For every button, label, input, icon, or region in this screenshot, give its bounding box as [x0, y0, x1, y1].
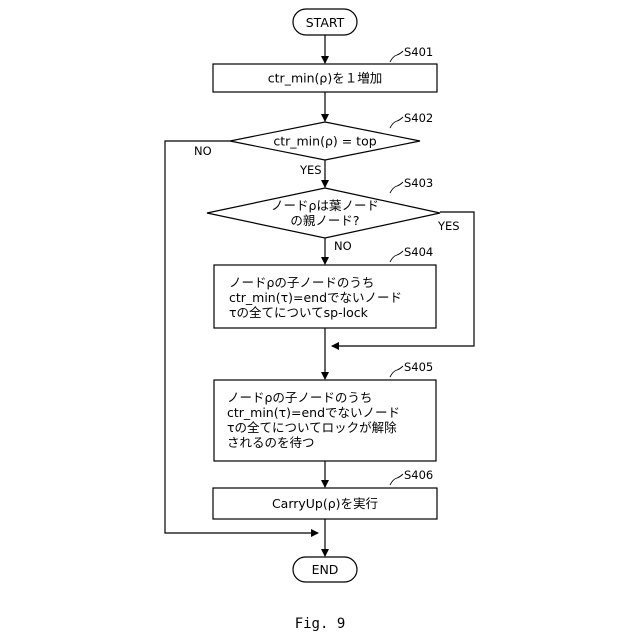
step-s402-no-label: NO — [194, 144, 212, 158]
end-label: END — [312, 562, 339, 577]
step-s404-text-line3: τの全てについてsp-lock — [229, 305, 369, 320]
start-label: START — [306, 15, 345, 30]
step-s405-text-line3: τの全てについてロックが解除 — [227, 420, 397, 435]
step-s402: ctr_min(ρ) = top S402 NO YES — [194, 111, 433, 177]
step-s403-yes-label: YES — [437, 219, 460, 233]
start-terminal: START — [293, 9, 357, 35]
end-terminal: END — [293, 557, 357, 582]
step-s401-id: S401 — [404, 45, 433, 59]
step-s402-leader — [390, 117, 403, 128]
step-s405-leader — [390, 366, 403, 377]
step-s403: ノードρは葉ノード の親ノード? S403 YES NO — [207, 176, 460, 253]
figure-caption: Fig. 9 — [295, 616, 346, 632]
step-s403-text-line2: の親ノード? — [290, 213, 359, 228]
step-s406-leader — [390, 474, 403, 485]
step-s406-id: S406 — [404, 468, 433, 482]
step-s401-text: ctr_min(ρ)を１増加 — [268, 71, 382, 86]
step-s405-text-line1: ノードρの子ノードのうち — [227, 390, 372, 405]
step-s405-id: S405 — [404, 360, 433, 374]
step-s402-yes-label: YES — [299, 163, 322, 177]
step-s405-text-line2: ctr_min(τ)=endでないノード — [227, 405, 400, 420]
step-s405-text-line4: されるのを待つ — [227, 435, 315, 450]
step-s404-id: S404 — [404, 245, 433, 259]
step-s403-id: S403 — [404, 176, 433, 190]
step-s402-text: ctr_min(ρ) = top — [273, 134, 376, 149]
step-s404-leader — [390, 251, 403, 262]
step-s403-text-line1: ノードρは葉ノード — [271, 198, 379, 213]
step-s403-leader — [390, 182, 403, 193]
step-s402-id: S402 — [404, 111, 433, 125]
step-s401-leader — [390, 51, 403, 62]
step-s403-no-label: NO — [334, 239, 352, 253]
step-s404-text-line2: ctr_min(τ)=endでないノード — [229, 290, 402, 305]
step-s406-text: CarryUp(ρ)を実行 — [272, 496, 378, 511]
step-s404-text-line1: ノードρの子ノードのうち — [229, 275, 374, 290]
